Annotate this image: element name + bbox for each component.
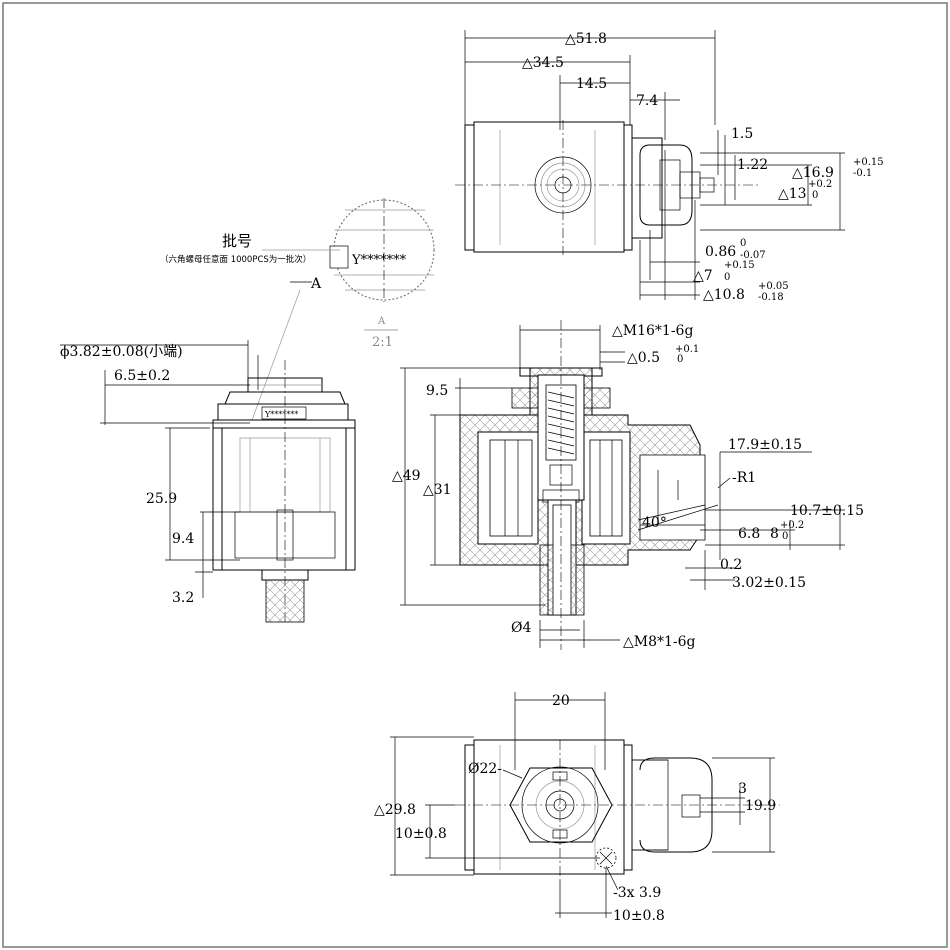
dim-3-2: 3.2: [172, 590, 194, 606]
dim-31: △31: [423, 482, 452, 498]
dim-10-0-8-left: 10±0.8: [395, 826, 447, 842]
dim-6-8: 6.8: [738, 526, 760, 542]
dim-7: △7: [693, 268, 713, 284]
dim-phi-22: Ø22-: [468, 761, 502, 777]
dim-1-5: 1.5: [731, 126, 753, 142]
section-view: △M16*1-6g △0.5 +0.1 0 9.5 △49 △31 17.9±0…: [392, 320, 864, 650]
dim-13-tol-up: +0.2: [808, 179, 832, 190]
dim-0-5-tol-dn: 0: [677, 354, 683, 365]
batch-number-label: 批号: [222, 232, 252, 250]
dim-13: △13: [778, 186, 807, 202]
dim-0-2: 0.2: [720, 557, 742, 573]
view-letter-a-pointer: A: [310, 276, 322, 292]
dim-r1: -R1: [732, 470, 756, 486]
dim-34-5: △34.5: [522, 55, 564, 71]
dim-8-tol-dn: 0: [782, 531, 788, 542]
dim-40-degree: 40°: [642, 515, 667, 531]
dim-25-9: 25.9: [146, 491, 177, 507]
dim-3-02: 3.02±0.15: [732, 575, 806, 591]
dim-51-8: △51.8: [565, 31, 607, 47]
dim-0-86: 0.86: [705, 244, 736, 260]
detail-view-a: 批号 （六角螺母任意面 1000PCS为一批次） Y******* A A 2:…: [160, 198, 435, 421]
dim-7-tol-dn: 0: [724, 272, 730, 283]
dim-10-7: 10.7±0.15: [790, 503, 864, 519]
dim-16-9-tol-dn: -0.1: [853, 168, 872, 179]
dim-17-9: 17.9±0.15: [728, 437, 802, 453]
dim-14-5: 14.5: [576, 76, 607, 92]
left-marking: Y*******: [264, 410, 298, 419]
dim-1-22: 1.22: [737, 157, 768, 173]
dim-3: 3: [738, 781, 747, 797]
detail-scale: 2:1: [372, 335, 393, 350]
dim-9-5: 9.5: [426, 383, 448, 399]
dim-phi-3-82: ϕ3.82±0.08(小端): [60, 344, 183, 360]
top-view: △51.8 △34.5 14.5 7.4 1.5 1.22 △16.9 +0.1…: [455, 30, 884, 303]
dim-3x-3-9: -3x 3.9: [613, 885, 661, 901]
dim-0-5-tol-up: +0.1: [675, 344, 699, 355]
dim-9-4: 9.4: [172, 531, 194, 547]
dim-16-9: △16.9: [792, 165, 834, 181]
dim-7-tol-up: +0.15: [724, 260, 755, 271]
dim-49: △49: [392, 468, 421, 484]
dim-0-86-tol-up: 0: [740, 238, 746, 249]
view-letter-a: A: [377, 316, 386, 327]
dim-10-8-tol-dn: -0.18: [758, 292, 784, 303]
dim-13-tol-dn: 0: [812, 190, 818, 201]
dim-10-8-tol-up: +0.05: [758, 281, 789, 292]
left-view: Y******* ϕ3.82±0.08(小端) 6.5±0.2 25.9 9: [60, 340, 356, 625]
dim-16-9-tol-up: +0.15: [853, 157, 884, 168]
dim-7-4: 7.4: [636, 93, 658, 109]
dim-m8: △M8*1-6g: [623, 634, 696, 650]
dim-8: 8: [770, 526, 779, 542]
dim-0-5: △0.5: [627, 350, 660, 366]
dim-6-5: 6.5±0.2: [114, 368, 170, 384]
dim-phi-4: Ø4: [511, 620, 531, 636]
batch-code: Y*******: [351, 253, 407, 268]
dim-20: 20: [552, 693, 570, 709]
dim-0-86-tol-dn: -0.07: [740, 250, 766, 261]
dim-m16: △M16*1-6g: [612, 323, 693, 339]
dim-10-0-8-bottom: 10±0.8: [613, 908, 665, 924]
dim-8-tol-up: +0.2: [780, 520, 804, 531]
bottom-view: 20 Ø22- △29.8 10±0.8 3 19.9 -3x 3.9 10±0…: [374, 692, 780, 924]
dim-29-8: △29.8: [374, 802, 416, 818]
dim-10-8: △10.8: [703, 287, 745, 303]
batch-note: （六角螺母任意面 1000PCS为一批次）: [160, 254, 311, 265]
dim-19-9: 19.9: [745, 798, 776, 814]
